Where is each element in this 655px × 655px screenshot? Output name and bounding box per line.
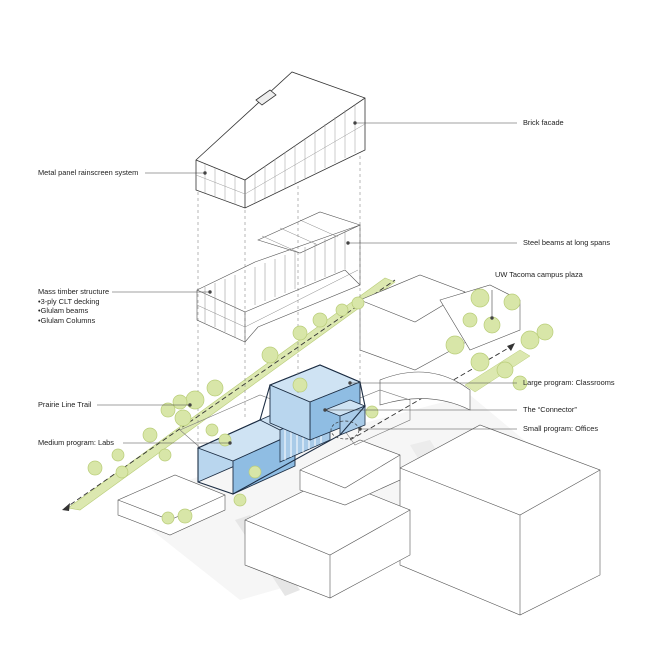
tree-icon [470, 288, 490, 308]
tree-icon [111, 448, 125, 462]
tree-icon [248, 465, 262, 479]
tree-icon [115, 465, 129, 479]
tree-icon [205, 423, 219, 437]
tree-icon [445, 335, 465, 355]
label-small-program: Small program: Offices [523, 424, 599, 433]
tree-icon [206, 379, 224, 397]
tree-icon [174, 409, 192, 427]
tree-icon [520, 330, 540, 350]
leader-lines [97, 121, 517, 445]
tree-icon [536, 323, 554, 341]
tree-icon [503, 293, 521, 311]
mass-timber-item: •3-ply CLT decking [38, 296, 100, 306]
tree-icon [158, 448, 172, 462]
trees [87, 288, 554, 525]
program-volumes [196, 364, 367, 495]
tree-icon [470, 352, 490, 372]
label-brick-facade: Brick facade [523, 118, 564, 127]
label-connector: The “Connector” [523, 405, 577, 414]
label-steel-beams: Steel beams at long spans [523, 238, 611, 247]
label-metal-panel: Metal panel rainscreen system [38, 168, 139, 177]
mass-timber-structure [196, 211, 361, 343]
label-mass-timber: Mass timber structure •3-ply CLT decking… [38, 287, 109, 325]
tree-icon [87, 460, 103, 476]
tree-icon [365, 405, 379, 419]
tree-icon [233, 493, 247, 507]
label-large-program: Large program: Classrooms [523, 378, 615, 387]
mass-timber-item: •Glulam beams [38, 306, 89, 316]
tree-icon [312, 312, 328, 328]
context-buildings [117, 274, 601, 616]
mass-timber-title: Mass timber structure [38, 287, 110, 296]
tree-icon [172, 394, 188, 410]
tree-icon [351, 296, 365, 310]
label-prairie-trail: Prairie Line Trail [38, 400, 92, 409]
label-medium-program: Medium program: Labs [38, 438, 114, 447]
facade-volume [195, 71, 366, 209]
label-uw-plaza: UW Tacoma campus plaza [495, 270, 583, 279]
tree-icon [160, 402, 176, 418]
mass-timber-item: •Glulam Columns [38, 315, 96, 325]
tree-icon [496, 361, 514, 379]
tree-icon [335, 303, 349, 317]
tree-icon [292, 325, 308, 341]
tree-icon [261, 346, 279, 364]
tree-icon [142, 427, 158, 443]
tree-icon [462, 312, 478, 328]
tree-icon [161, 511, 175, 525]
tree-icon [292, 377, 308, 393]
tree-icon [177, 508, 193, 524]
tree-icon [185, 390, 205, 410]
